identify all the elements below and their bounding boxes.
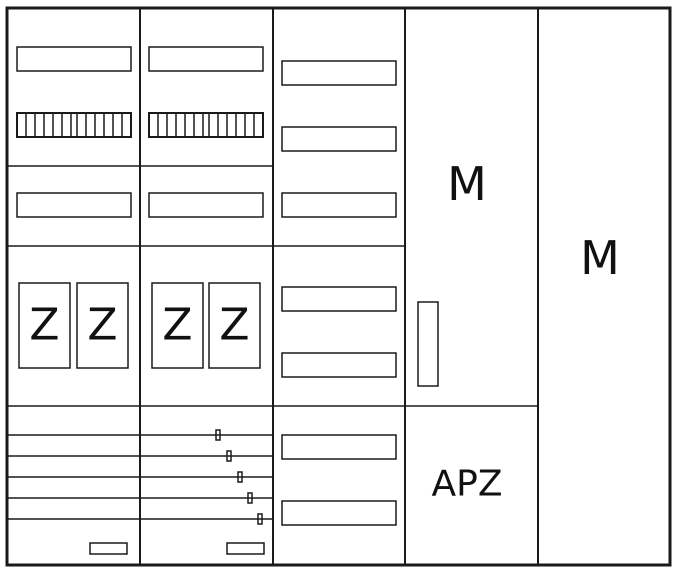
din-rail-slot — [281, 60, 397, 86]
din-rail-slot — [281, 286, 397, 312]
din-rail-slot — [148, 192, 264, 218]
meter-label: Z — [162, 300, 192, 351]
column-4: M APZ — [417, 157, 503, 505]
terminal-strip — [226, 542, 265, 555]
meter-box — [76, 282, 129, 369]
din-rail-slot — [281, 126, 397, 152]
apz-label: APZ — [432, 464, 503, 505]
fuse-marker-icon — [215, 429, 263, 525]
din-rail-slot — [281, 434, 397, 460]
meter-box — [208, 282, 261, 369]
terminal-block-icon — [148, 112, 264, 138]
vertical-slot — [417, 301, 439, 387]
multimedia-label: M — [580, 231, 620, 285]
column-2: Z Z — [140, 46, 273, 555]
busbar-lines — [140, 434, 273, 520]
din-rail-slot — [281, 500, 397, 526]
meter-box — [151, 282, 204, 369]
meter-box — [18, 282, 71, 369]
row-dividers — [7, 165, 538, 407]
din-rail-slot — [281, 192, 397, 218]
meter-label: Z — [29, 300, 59, 351]
din-rail-slot — [16, 192, 132, 218]
multimedia-label: M — [447, 157, 487, 211]
terminal-block-icon — [16, 112, 132, 138]
meter-label: Z — [219, 300, 249, 351]
din-rail-slot — [16, 46, 132, 72]
meter-label: Z — [87, 300, 117, 351]
column-1: Z Z — [7, 46, 140, 555]
column-3 — [281, 60, 397, 526]
busbar-lines — [7, 434, 140, 520]
cabinet-outer-frame — [5, 6, 672, 567]
din-rail-slot — [281, 352, 397, 378]
din-rail-slot — [148, 46, 264, 72]
column-5: M — [580, 231, 620, 285]
column-dividers — [139, 8, 539, 565]
terminal-strip — [89, 542, 128, 555]
